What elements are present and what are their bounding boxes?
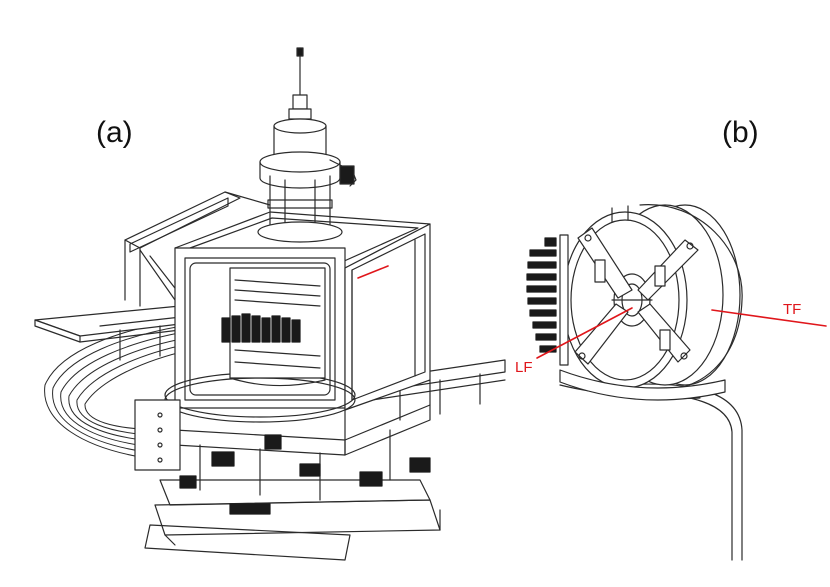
top-actuator (257, 47, 357, 243)
test-rig-drawing (34, 47, 506, 561)
callout-line-lf (536, 307, 633, 359)
coil-assembly-drawing (526, 204, 827, 561)
panel-label-a: (a) (96, 116, 133, 149)
callout-line-tf (711, 309, 827, 327)
back-frame (124, 191, 271, 307)
coolant-pipe (559, 377, 743, 561)
callout-label-tf: TF (783, 301, 802, 318)
manifold-rail (559, 234, 569, 366)
coil-mount (559, 205, 726, 401)
callout-label-lf: LF (515, 359, 533, 376)
hose-bundle-left (44, 319, 191, 461)
side-panel (134, 399, 181, 471)
clamp-arms (574, 227, 699, 365)
manifold-fittings (526, 237, 557, 353)
coil-connectors (221, 313, 301, 343)
callout-line-a (357, 265, 389, 279)
panel-label-b: (b) (722, 116, 759, 149)
